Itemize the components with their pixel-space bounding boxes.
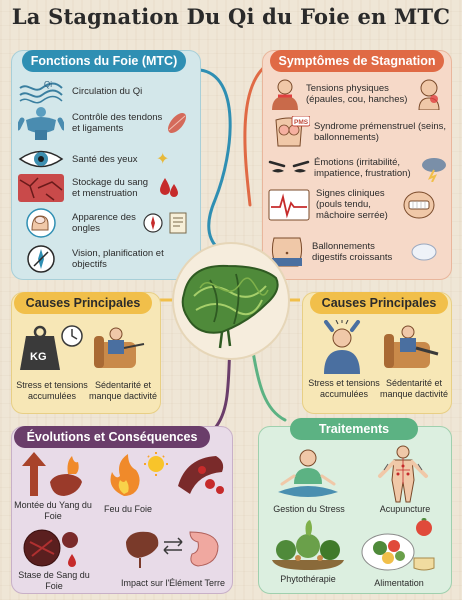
cause-label: Stress et tensions accumulées xyxy=(16,380,88,401)
pms-icon: PMS xyxy=(275,116,310,147)
blood-stasis-icon xyxy=(23,529,78,567)
cause-label: Sédentarité et manque dactivité xyxy=(88,380,158,401)
symptome-item-emotions: Émotions (irritabilité, impatience, frus… xyxy=(268,154,452,182)
symptome-label: Syndrome prémenstruel (seins, ballonneme… xyxy=(314,121,446,143)
bloated-belly-icon xyxy=(271,237,303,267)
liver-illustration xyxy=(172,242,290,360)
traitement-label: Alimentation xyxy=(374,578,424,588)
healthy-food-icon xyxy=(361,518,435,571)
fonction-item-tendons: Contrôle des tendons et ligaments xyxy=(18,106,198,140)
causes-left-header: Causes Principales xyxy=(14,292,152,314)
qi-flow-icon: Qi xyxy=(19,80,63,104)
person-icon xyxy=(272,79,298,110)
gas-cloud-icon xyxy=(411,243,437,261)
compass-small-icon xyxy=(143,213,163,233)
fonction-item-qi: Qi Circulation du Qi xyxy=(18,78,198,104)
fonction-label: Apparence des ongles xyxy=(72,212,136,234)
fire-icon xyxy=(110,452,168,496)
blood-vessels-icon xyxy=(18,174,64,202)
symptome-label: Tensions physiques (épaules, cou, hanche… xyxy=(306,83,408,105)
blood-vessel-icon xyxy=(178,456,224,494)
symptome-item-tensions: Tensions physiques (épaules, cou, hanche… xyxy=(268,78,452,110)
symptomes-header: Symptômes de Stagnation xyxy=(270,50,444,72)
svg-text:Qi: Qi xyxy=(44,80,52,89)
fonction-item-yeux: Santé des yeux ✦ xyxy=(18,146,198,172)
page-title: La Stagnation Du Qi du Foie en MTC xyxy=(11,4,451,29)
traitement-label: Gestion du Stress xyxy=(273,504,345,514)
fonction-item-ongles: Apparence des ongles xyxy=(18,208,198,238)
traitement-label: Phytothérapie xyxy=(280,574,336,584)
symptome-item-ballonnements: Ballonnements digestifs croissants xyxy=(268,236,452,268)
storm-cloud-icon xyxy=(422,158,446,182)
blood-drop-icon xyxy=(160,178,178,197)
weight-clock-icon: KG xyxy=(20,325,83,370)
muscle-fiber-icon xyxy=(168,113,186,133)
fonction-label: Contrôle des tendons et ligaments xyxy=(72,112,163,134)
armchair-person-icon xyxy=(384,325,439,368)
pulse-icon xyxy=(268,189,310,220)
svg-text:KG: KG xyxy=(30,351,47,363)
causes-right-header: Causes Principales xyxy=(310,292,448,314)
cause-label: Sédentarité et manque dactivité xyxy=(379,378,449,399)
traitement-label: Acupuncture xyxy=(379,504,431,514)
angry-eyes-icon xyxy=(268,160,310,173)
evolution-label: Stase de Sang du Foie xyxy=(18,570,90,591)
acupuncture-icon xyxy=(378,445,428,503)
eye-icon xyxy=(18,150,64,168)
rising-yang-icon xyxy=(22,452,82,496)
evolutions-header: Évolutions et Conséquences xyxy=(14,426,210,448)
liver-stomach-icon xyxy=(126,531,219,568)
stressed-person-icon xyxy=(324,320,360,374)
symptome-label: Ballonnements digestifs croissants xyxy=(312,241,393,263)
clenched-jaw-icon xyxy=(403,191,435,218)
symptome-item-signes: Signes cliniques (pouls tendu, mâchoire … xyxy=(268,188,452,221)
svg-text:PMS: PMS xyxy=(294,119,309,126)
muscle-icon xyxy=(18,107,64,140)
evolution-label: Montée du Yang du Foie xyxy=(14,500,92,521)
document-icon xyxy=(169,212,187,234)
fingernail-icon xyxy=(26,208,56,238)
fonction-label: Circulation du Qi xyxy=(72,85,143,97)
cause-label: Stress et tensions accumulées xyxy=(308,378,380,399)
evolution-label: Feu du Foie xyxy=(103,504,153,514)
fonctions-header: Fonctions du Foie (MTC) xyxy=(22,50,186,72)
fonction-item-vision: Vision, planification et objectifs xyxy=(18,244,198,274)
fonction-item-sang: Stockage du sang et menstruation xyxy=(18,174,198,202)
symptome-item-pms: PMS Syndrome prémenstruel (seins, ballon… xyxy=(268,116,452,148)
sparkle-icon: ✦ xyxy=(156,151,170,168)
armchair-tv-icon xyxy=(94,327,145,368)
traitements-header: Traitements xyxy=(290,418,418,440)
fonction-label: Santé des yeux xyxy=(72,153,138,165)
evolution-label: Impact sur l'Élément Terre xyxy=(120,578,226,588)
symptome-label: Signes cliniques (pouls tendu, mâchoire … xyxy=(316,188,388,221)
fonction-label: Stockage du sang et menstruation xyxy=(72,177,149,199)
fonction-label: Vision, planification et objectifs xyxy=(72,248,164,270)
symptome-label: Émotions (irritabilité, impatience, frus… xyxy=(314,157,411,179)
herbs-icon xyxy=(272,520,344,570)
neck-pain-icon xyxy=(418,79,440,110)
compass-icon xyxy=(27,245,55,273)
meditation-icon xyxy=(278,449,338,497)
